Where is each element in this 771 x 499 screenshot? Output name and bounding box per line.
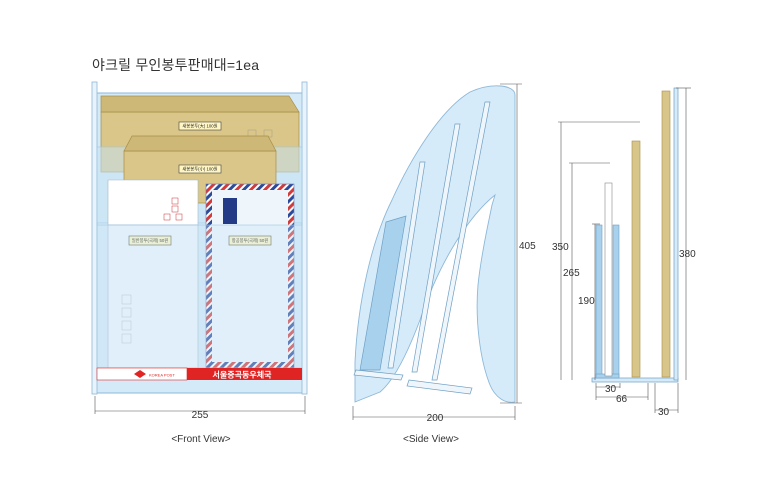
korea-post-logo-mark [134, 370, 146, 378]
section-white-card [604, 182, 613, 377]
price-label-airmail-text: 항공봉투(국제) 50원 [232, 237, 269, 244]
section-base-plate [591, 377, 679, 383]
front-view-caption: <Front View> [171, 434, 230, 445]
dim-265-label: 265 [563, 268, 580, 279]
section-view: 350 265 190 380 30 66 30 [552, 87, 696, 418]
dim-30-label: 30 [605, 384, 617, 395]
post-office-band: KOREA POST 서울중곡동우체국 [96, 367, 302, 381]
korea-post-logo-text: KOREA POST [149, 373, 175, 378]
airmail-envelope: 항공봉투(국제) 50원 [205, 183, 295, 369]
front-right-post [301, 81, 308, 395]
side-shelf-middle [411, 123, 461, 373]
side-base-lip-1 [353, 369, 404, 381]
section-dimensions [558, 87, 691, 413]
section-kraft-card-tall [661, 90, 671, 378]
price-label-large [178, 121, 222, 131]
front-pocket-lower [96, 224, 303, 369]
side-front-pocket [359, 215, 407, 371]
front-width-dimension [94, 396, 306, 414]
section-back-wall [673, 87, 679, 381]
price-label-general-text: 일반봉투(국제) 50원 [132, 237, 169, 244]
section-pocket-rear [612, 224, 620, 378]
side-height-dimension [500, 83, 522, 404]
dim-190-label: 190 [578, 296, 595, 307]
par-avion-tag [223, 198, 237, 224]
dim-66-label: 66 [616, 394, 628, 405]
front-view: 새봉봉투(大) 100원 새봉봉투(小) 100원 일반봉투(국제) 50원 [91, 81, 308, 445]
side-shelf-back [431, 101, 491, 381]
price-label-large-text: 새봉봉투(大) 100원 [182, 123, 217, 130]
side-shelf-front [387, 161, 426, 369]
side-width-label: 200 [427, 413, 444, 424]
section-pocket-front [595, 224, 603, 378]
dim-350-label: 350 [552, 242, 569, 253]
price-label-small [178, 164, 222, 174]
dim-30b-label: 30 [658, 407, 670, 418]
side-base-lip-2 [406, 379, 473, 395]
section-kraft-card-mid [631, 140, 641, 378]
side-width-dimension [352, 406, 516, 420]
dim-380-label: 380 [679, 249, 696, 260]
price-label-small-text: 새봉봉투(小) 100원 [182, 166, 217, 173]
post-office-name: 서울중곡동우체국 [213, 370, 273, 380]
price-label-airmail [228, 235, 272, 246]
side-height-label: 405 [519, 241, 536, 252]
side-view: 405 200 <Side View> [352, 83, 536, 445]
side-view-caption: <Side View> [403, 434, 459, 445]
price-label-general [128, 235, 172, 246]
front-left-post [91, 81, 98, 395]
diagram-title: 야크릴 무인봉투판매대=1ea [92, 57, 260, 73]
front-width-label: 255 [192, 410, 209, 421]
